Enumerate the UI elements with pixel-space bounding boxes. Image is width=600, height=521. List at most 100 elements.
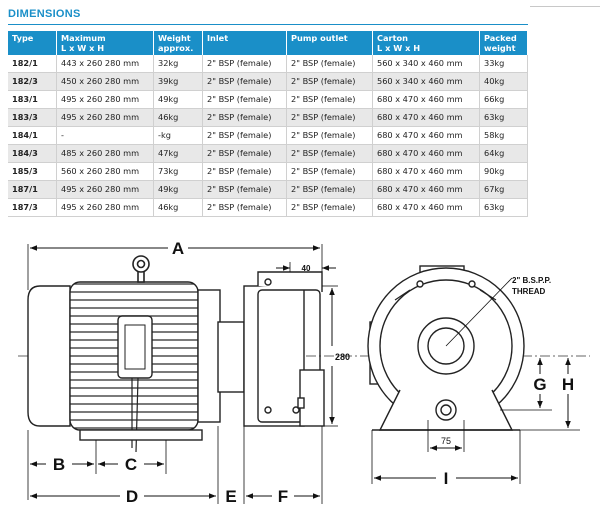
dimension-label-g: G <box>533 375 546 394</box>
section-title: DIMENSIONS <box>8 8 81 20</box>
table-cell: 90kg <box>479 162 528 181</box>
table-cell: 67kg <box>479 180 528 199</box>
dimension-label-e: E <box>225 487 236 506</box>
pump-front-view <box>367 265 525 431</box>
model-cell: 183/3 <box>8 108 57 127</box>
table-cell: 73kg <box>153 162 203 181</box>
table-cell: 680 x 470 x 460 mm <box>372 198 480 217</box>
table-cell: 560 x 260 280 mm <box>56 162 154 181</box>
dimension-label-75: 75 <box>441 436 451 446</box>
dimension-label-c: C <box>125 455 137 474</box>
model-cell: 185/3 <box>8 162 57 181</box>
dimension-label-a: A <box>172 239 184 258</box>
model-cell: 182/1 <box>8 55 57 73</box>
table-cell: 2" BSP (female) <box>202 72 287 91</box>
table-cell: 40kg <box>479 72 528 91</box>
table-cell: 450 x 260 280 mm <box>56 72 154 91</box>
thread-callout-line2: THREAD <box>512 287 546 296</box>
model-cell: 187/3 <box>8 198 57 217</box>
table-cell: 2" BSP (female) <box>202 144 287 163</box>
table-cell: 58kg <box>479 126 528 145</box>
table-cell: 2" BSP (female) <box>286 90 373 109</box>
table-cell: 680 x 470 x 460 mm <box>372 126 480 145</box>
table-cell: 2" BSP (female) <box>202 126 287 145</box>
model-cell: 184/1 <box>8 126 57 145</box>
thread-callout-line1: 2" B.S.P.P. <box>512 276 551 285</box>
table-cell: 2" BSP (female) <box>202 180 287 199</box>
table-cell: 66kg <box>479 90 528 109</box>
lifting-eye-icon <box>132 255 150 283</box>
pump-head <box>243 271 325 427</box>
model-cell: 184/3 <box>8 144 57 163</box>
table-cell: 680 x 470 x 460 mm <box>372 180 480 199</box>
table-cell: 495 x 260 280 mm <box>56 180 154 199</box>
table-cell: 495 x 260 280 mm <box>56 108 154 127</box>
table-cell: 2" BSP (female) <box>202 198 287 217</box>
motor-body <box>27 281 245 453</box>
table-cell: 2" BSP (female) <box>286 198 373 217</box>
table-cell: 2" BSP (female) <box>286 162 373 181</box>
dimension-label-h: H <box>562 375 574 394</box>
table-cell: 49kg <box>153 180 203 199</box>
column-header: Inlet <box>202 31 287 55</box>
table-cell: 46kg <box>153 108 203 127</box>
table-cell: 560 x 340 x 460 mm <box>372 72 480 91</box>
table-cell: 47kg <box>153 144 203 163</box>
table-cell: 443 x 260 280 mm <box>56 55 154 73</box>
table-cell: 64kg <box>479 144 528 163</box>
table-cell: 2" BSP (female) <box>286 55 373 73</box>
table-cell: 2" BSP (female) <box>202 162 287 181</box>
model-cell: 187/1 <box>8 180 57 199</box>
table-cell: 680 x 470 x 460 mm <box>372 108 480 127</box>
table-cell: 560 x 340 x 460 mm <box>372 55 480 73</box>
table-cell: 2" BSP (female) <box>286 72 373 91</box>
dimension-label-i: I <box>444 469 449 488</box>
table-cell: 2" BSP (female) <box>202 108 287 127</box>
table-cell: -kg <box>153 126 203 145</box>
dimension-label-40: 40 <box>302 264 311 273</box>
table-cell: 2" BSP (female) <box>202 90 287 109</box>
table-cell: 680 x 470 x 460 mm <box>372 144 480 163</box>
dimension-label-f: F <box>278 487 288 506</box>
table-cell: 2" BSP (female) <box>286 144 373 163</box>
dimension-label-d: D <box>126 487 138 506</box>
table-cell: 46kg <box>153 198 203 217</box>
table-cell: 495 x 260 280 mm <box>56 90 154 109</box>
table-cell: 680 x 470 x 460 mm <box>372 162 480 181</box>
model-cell: 183/1 <box>8 90 57 109</box>
title-underline <box>8 24 528 25</box>
top-right-rule <box>530 6 600 7</box>
table-cell: 495 x 260 280 mm <box>56 198 154 217</box>
table-cell: 39kg <box>153 72 203 91</box>
model-cell: 182/3 <box>8 72 57 91</box>
table-cell: 2" BSP (female) <box>286 126 373 145</box>
dimension-label-280: 280 <box>335 352 350 362</box>
table-cell: 2" BSP (female) <box>202 55 287 73</box>
table-cell: 33kg <box>479 55 528 73</box>
table-cell: 2" BSP (female) <box>286 180 373 199</box>
table-cell: 2" BSP (female) <box>286 108 373 127</box>
column-header: Type <box>8 31 57 55</box>
column-header: Pump outlet <box>286 31 373 55</box>
table-cell: 680 x 470 x 460 mm <box>372 90 480 109</box>
table-cell: 63kg <box>479 108 528 127</box>
table-cell: 49kg <box>153 90 203 109</box>
table-cell: - <box>56 126 154 145</box>
table-cell: 32kg <box>153 55 203 73</box>
